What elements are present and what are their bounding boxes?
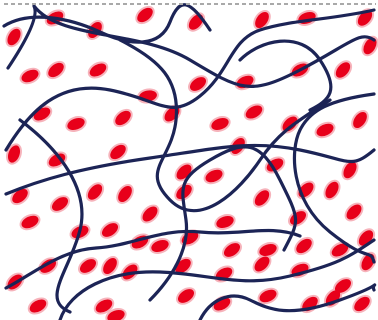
particle-layer xyxy=(5,5,378,320)
